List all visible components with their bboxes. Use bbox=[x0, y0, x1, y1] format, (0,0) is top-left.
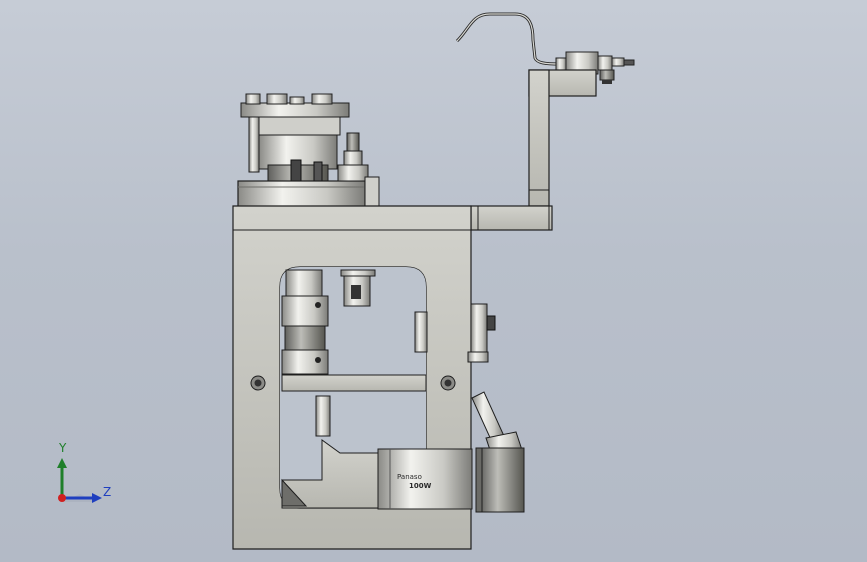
crossbar bbox=[281, 374, 427, 392]
top-sensor-post bbox=[337, 132, 380, 208]
support-arm bbox=[470, 69, 597, 231]
bolt-hole-icon bbox=[250, 375, 456, 391]
motor-model-text: 100W bbox=[409, 482, 432, 490]
servo-motor bbox=[377, 448, 473, 510]
right-mechanism bbox=[414, 303, 525, 513]
axis-triad-icon bbox=[57, 458, 102, 503]
inner-sensor bbox=[340, 269, 376, 307]
axis-z-label: Z bbox=[103, 485, 112, 499]
motor-brand-text: Panaso bbox=[397, 473, 422, 481]
top-rotary-assembly bbox=[237, 93, 366, 208]
axis-y-label: Y bbox=[59, 441, 67, 455]
coupling-stack bbox=[281, 269, 329, 375]
air-valve bbox=[555, 51, 635, 84]
